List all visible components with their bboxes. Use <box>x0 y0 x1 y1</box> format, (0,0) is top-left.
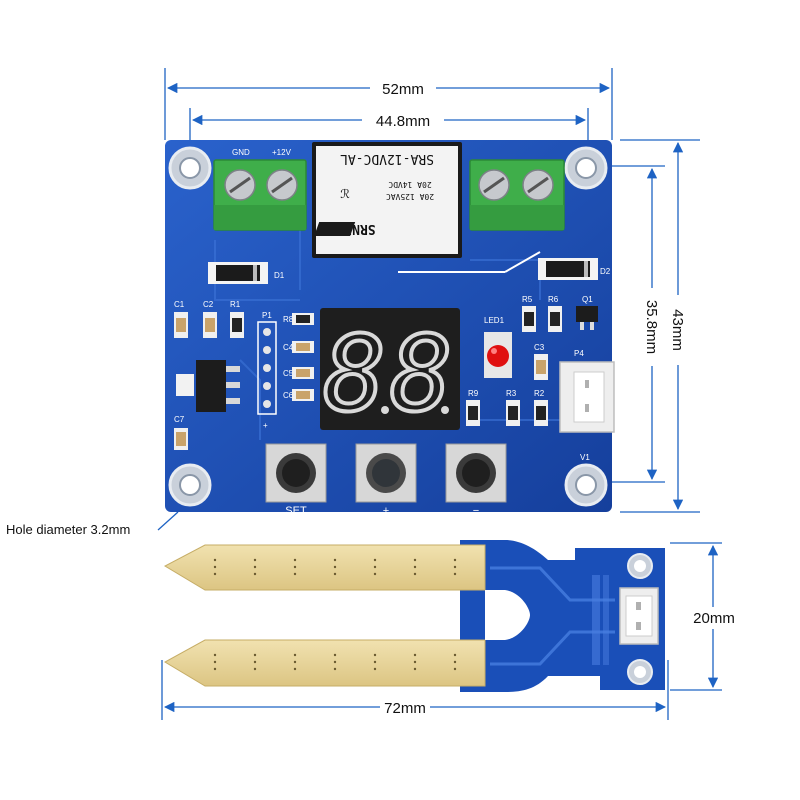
terminal-block-right <box>469 159 565 231</box>
header-p1: P1 + <box>257 311 277 430</box>
board-width-label: 52mm <box>382 81 424 98</box>
status-led: LED1 <box>484 316 512 378</box>
mounting-hole-bottom-left <box>168 463 212 507</box>
mounting-hole-bottom-right <box>564 463 608 507</box>
diode-d2: D2 <box>538 258 611 280</box>
label-r8: R8 <box>283 315 294 324</box>
label-r9: R9 <box>468 389 479 398</box>
label-r1: R1 <box>230 300 241 309</box>
hole-spacing-width-label: 44.8mm <box>376 113 430 130</box>
label-led1: LED1 <box>484 316 505 325</box>
probe-length-label: 72mm <box>384 700 426 717</box>
connector-p4: P4 V1 <box>559 349 615 462</box>
label-c7: C7 <box>174 415 185 424</box>
probe-body <box>460 540 665 692</box>
probe-dots <box>213 558 457 671</box>
label-r6: R6 <box>548 295 559 304</box>
label-p4: P4 <box>574 349 584 358</box>
probe-width-label: 20mm <box>693 610 735 627</box>
label-c4: C4 <box>283 343 294 352</box>
button-set-label: SET <box>285 505 307 517</box>
label-r5: R5 <box>522 295 533 304</box>
label-q1: Q1 <box>582 295 593 304</box>
terminal-label-12v: +12V <box>272 148 292 157</box>
mounting-hole-top-right <box>564 146 608 190</box>
button-minus[interactable]: − <box>445 443 507 517</box>
button-set[interactable]: SET <box>265 443 327 517</box>
label-v1: V1 <box>580 453 590 462</box>
soil-moisture-probe <box>163 540 665 692</box>
probe-prong-top <box>163 544 486 591</box>
diode-d1: D1 <box>208 262 285 284</box>
label-c3: C3 <box>534 343 545 352</box>
diode-d2-label: D2 <box>600 267 611 276</box>
relay-cert: ℛ <box>340 187 350 201</box>
button-minus-label: − <box>473 505 479 517</box>
label-r2: R2 <box>534 389 545 398</box>
hole-spacing-height-label: 35.8mm <box>643 300 660 354</box>
header-plus: + <box>263 421 268 430</box>
button-plus-label: + <box>383 505 389 517</box>
relay-rating-2: 20A 125VAC <box>386 192 434 201</box>
relay-model: SRA-12VDC-AL <box>340 151 434 166</box>
probe-prong-bottom <box>163 639 486 687</box>
smd-cluster-left: C1 C2 R1 C7 <box>174 300 244 450</box>
label-c5: C5 <box>283 369 294 378</box>
label-c6: C6 <box>283 391 294 400</box>
label-c2: C2 <box>203 300 214 309</box>
terminal-block-left: GND +12V <box>213 148 307 231</box>
smd-cluster-right: R5 R6 Q1 C3 R9 R3 R2 <box>466 295 598 426</box>
label-r3: R3 <box>506 389 517 398</box>
label-p1: P1 <box>262 311 272 320</box>
relay-rating-1: 20A 14VDC <box>388 180 432 189</box>
relay: SRA-12VDC-AL 20A 14VDC 20A 125VAC ℛ SRNE <box>312 142 462 258</box>
controller-board: GND +12V SRA-12VDC-AL 20A 14VDC 20A 125V… <box>165 140 615 517</box>
diode-d1-label: D1 <box>274 271 285 280</box>
display-digits: 88 <box>323 313 456 435</box>
smd-cluster-mid: R8 C4 C5 C6 <box>283 313 314 401</box>
probe-connector <box>619 587 659 645</box>
board-height-label: 43mm <box>669 309 686 351</box>
label-c1: C1 <box>174 300 185 309</box>
seven-segment-display: 88 <box>320 308 460 437</box>
hole-diameter-label: Hole diameter 3.2mm <box>6 522 130 537</box>
mounting-hole-top-left <box>168 146 212 190</box>
button-plus[interactable]: + <box>355 443 417 517</box>
terminal-label-gnd: GND <box>232 148 250 157</box>
